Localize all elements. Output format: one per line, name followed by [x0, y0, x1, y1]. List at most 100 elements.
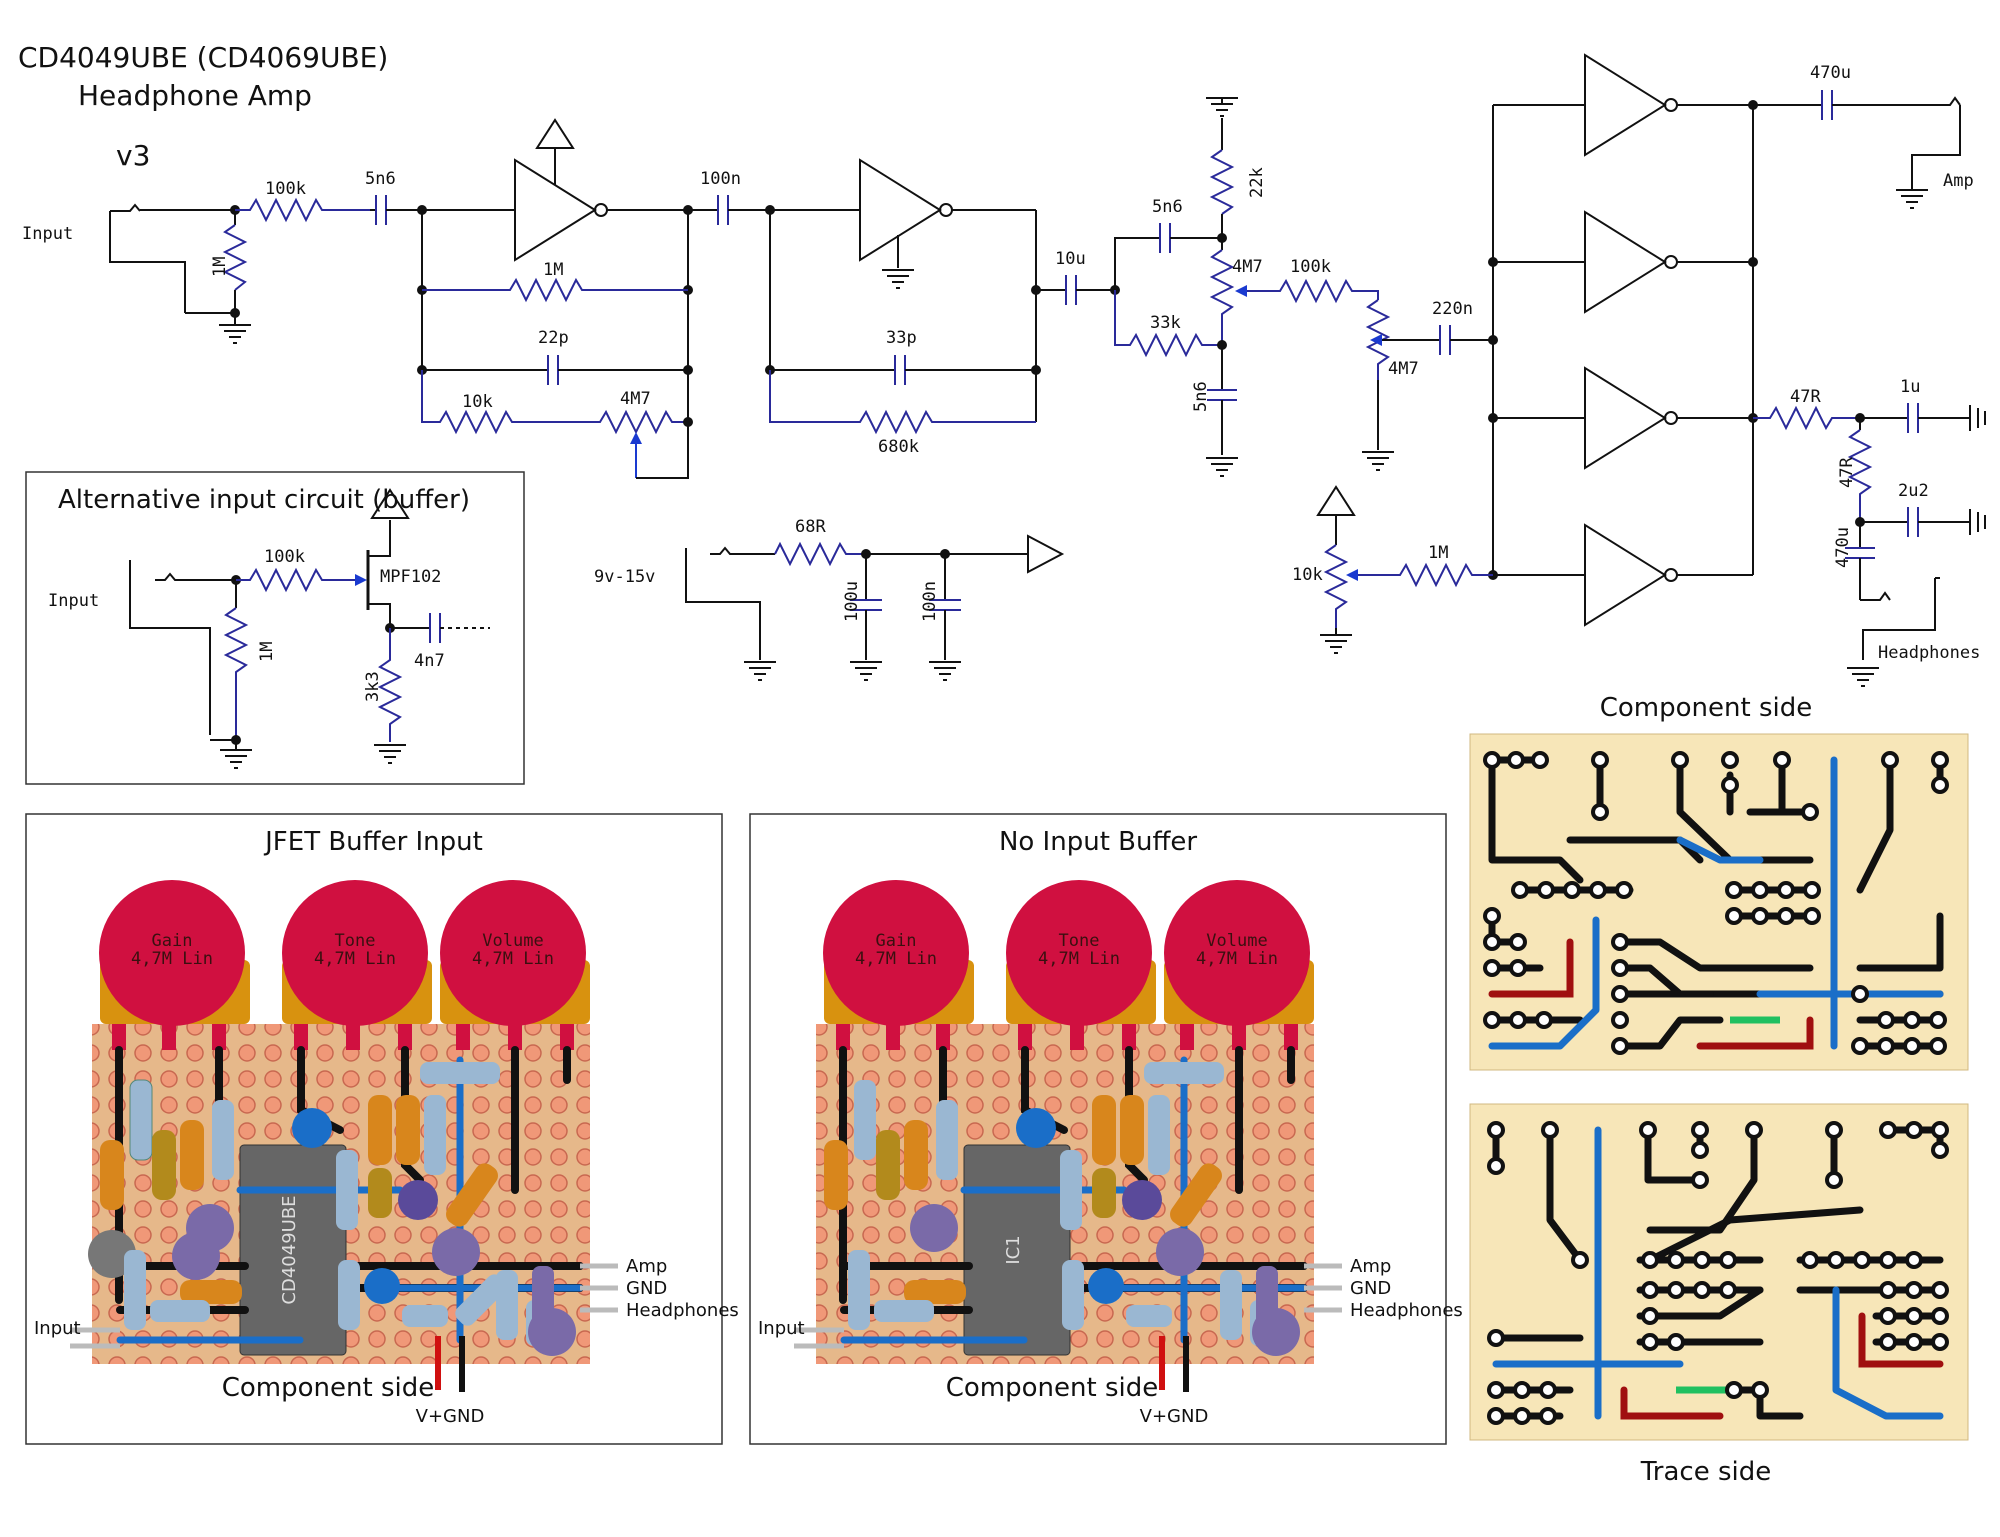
amp-label: Amp	[1943, 171, 1974, 191]
label-r-tone: 33k	[1150, 313, 1181, 333]
main-schematic: Input 1M 100k 5n6 1M 22p 10k 4M7 100n	[22, 53, 1986, 687]
label-pot-gain: 4M7	[620, 389, 651, 409]
label-c-fb2: 33p	[886, 328, 917, 348]
alt-label-r-in: 100k	[264, 547, 305, 567]
pot-value: 4,7M Lin	[1196, 949, 1278, 969]
resistor-1m-bias	[222, 224, 248, 291]
ic-jfet	[239, 1144, 347, 1356]
layout-nobuf-footer: Component side	[946, 1373, 1158, 1403]
inverter-2	[859, 158, 942, 262]
label-c-tone-bot: 5n6	[1191, 381, 1211, 412]
pot-gain-network	[421, 370, 688, 435]
pot-volume	[1365, 299, 1391, 380]
inverter-bank	[1584, 53, 1678, 627]
pot-value: 4,7M Lin	[131, 949, 213, 969]
label-c-input: 5n6	[365, 169, 396, 189]
layout-nobuf-title: No Input Buffer	[999, 827, 1197, 857]
alt-label-r-bias: 1M	[257, 642, 277, 662]
layout-jfet-title: JFET Buffer Input	[263, 827, 483, 857]
label-r-out2: 47R	[1837, 457, 1857, 488]
label-r-bias: 1M	[210, 257, 230, 277]
layout-jfet-amp: Amp	[626, 1256, 667, 1277]
layout-jfet-panel: JFET Buffer Input Gain 4,7M Lin Tone 4,7…	[25, 813, 739, 1445]
layout-nobuf-power: V+GND	[1140, 1406, 1209, 1427]
power-label: 9v-15v	[594, 567, 655, 587]
label-c-tone-top: 5n6	[1152, 197, 1183, 217]
schematic-title: CD4049UBE (CD4069UBE) Headphone Amp v3	[18, 41, 388, 172]
label-c-hp2: 2u2	[1898, 481, 1929, 501]
layout-jfet-footer: Component side	[222, 1373, 434, 1403]
pot-tone-nobuf: Tone 4,7M Lin	[1006, 880, 1156, 1026]
power-section: 9v-15v 68R 100u 100n	[594, 517, 1065, 681]
ic-label-jfet: CD4049UBE	[279, 1195, 300, 1304]
label-r-tone-top: 22k	[1247, 167, 1267, 198]
alt-jfet-label: MPF102	[380, 567, 441, 587]
alt-resistor-1m	[223, 607, 249, 740]
pcb-trace-side: Trace side	[1469, 1103, 1969, 1487]
pot-value: 4,7M Lin	[314, 949, 396, 969]
label-r-vol: 100k	[1290, 257, 1331, 277]
layout-nobuf-headphones: Headphones	[1350, 1300, 1463, 1321]
alt-resistor-3k3	[377, 628, 403, 742]
jfet-parts	[88, 1062, 576, 1356]
layout-nobuf-gnd: GND	[1350, 1278, 1391, 1299]
label-c-amp: 470u	[1810, 63, 1851, 83]
resistor-100k-input	[235, 197, 370, 223]
label-r-fb1: 1M	[543, 260, 563, 280]
pcb-component-title: Component side	[1600, 693, 1812, 723]
pot-tone-jfet: Tone 4,7M Lin	[282, 880, 432, 1026]
label-c-out3: 220n	[1432, 299, 1473, 319]
ic-label-nobuf: IC1	[1003, 1235, 1024, 1264]
layout-jfet-headphones: Headphones	[626, 1300, 739, 1321]
resistor-47r-2	[1847, 429, 1873, 522]
pot-name: Gain	[876, 931, 917, 951]
label-c-coupling: 100n	[700, 169, 741, 189]
alt-resistor-100k	[236, 567, 358, 593]
ic-nobuf	[963, 1144, 1071, 1356]
label-c-out2: 10u	[1055, 249, 1086, 269]
alt-label-c-out: 4n7	[414, 651, 445, 671]
pot-volume-jfet: Volume 4,7M Lin	[440, 880, 590, 1026]
label-c-hp1: 1u	[1900, 377, 1920, 397]
resistor-22k	[1209, 149, 1235, 215]
alt-input-title: Alternative input circuit (buffer)	[58, 485, 470, 515]
label-pot-vol: 4M7	[1388, 359, 1419, 379]
label-r-fb2: 680k	[878, 437, 919, 457]
pcb-trace-title: Trace side	[1640, 1457, 1772, 1487]
layout-nobuf-amp: Amp	[1350, 1256, 1391, 1277]
version-label: v3	[116, 139, 150, 172]
layout-jfet-power: V+GND	[416, 1406, 485, 1427]
pcb-component-side: Component side	[1469, 693, 1969, 1071]
pot-name: Gain	[152, 931, 193, 951]
pot-gain-nobuf: Gain 4,7M Lin	[823, 880, 974, 1026]
alt-label-r-source: 3k3	[363, 671, 383, 702]
resistor-1m-feedback	[422, 277, 688, 303]
pot-gain-jfet: Gain 4,7M Lin	[99, 880, 250, 1026]
layout-jfet-gnd: GND	[626, 1278, 667, 1299]
pot-value: 4,7M Lin	[855, 949, 937, 969]
label-c-fb1: 22p	[538, 328, 569, 348]
title-line1: CD4049UBE (CD4069UBE)	[18, 41, 388, 74]
resistor-33k	[1114, 290, 1222, 358]
power-label-c2: 100n	[920, 581, 940, 622]
headphones-label: Headphones	[1878, 643, 1980, 663]
input-jack: Input	[22, 203, 186, 313]
alt-input-panel: Alternative input circuit (buffer) Input…	[25, 471, 525, 785]
label-c-hp3: 470u	[1833, 527, 1853, 568]
label-r-bias2: 1M	[1428, 543, 1448, 563]
power-label-r: 68R	[795, 517, 826, 537]
label-pot-bias: 10k	[1292, 565, 1323, 585]
resistor-47r-1	[1753, 405, 1860, 431]
pot-name: Tone	[1059, 931, 1100, 951]
label-r-out1: 47R	[1790, 387, 1821, 407]
power-resistor-68r	[774, 541, 866, 567]
layout-nobuf-input: Input	[758, 1318, 805, 1339]
pot-bias	[1323, 544, 1349, 628]
nobuf-parts	[824, 1062, 1300, 1356]
layout-nobuf-panel: No Input Buffer Gain 4,7M Lin Tone 4,7M …	[749, 813, 1463, 1445]
layout-jfet-input: Input	[34, 1318, 81, 1339]
title-line2: Headphone Amp	[78, 79, 312, 112]
label-r-gain: 10k	[462, 392, 493, 412]
resistor-680k	[769, 370, 1036, 435]
pot-value: 4,7M Lin	[472, 949, 554, 969]
